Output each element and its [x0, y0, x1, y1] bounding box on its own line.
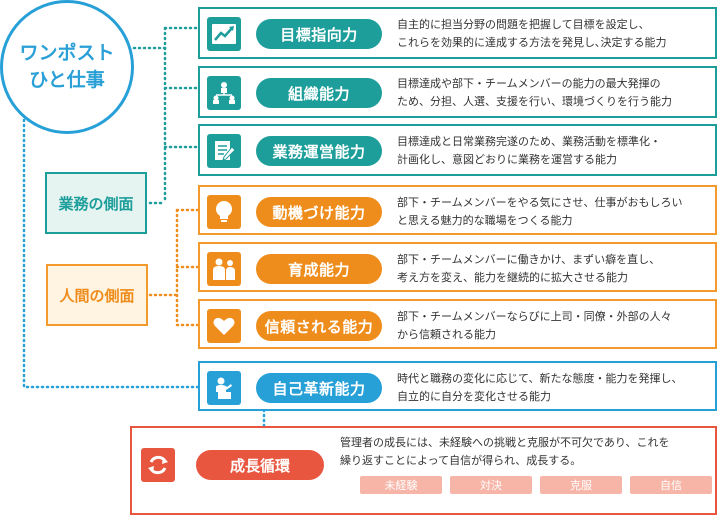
- aspect-human: 人間の側面: [46, 264, 148, 326]
- center-title-line1: ワンポスト: [19, 42, 115, 64]
- desc-line2: 計画化し、意図どおりに業務を運営する能力: [397, 153, 617, 166]
- ability-title: 組織能力: [256, 78, 382, 108]
- ability-description: 時代と職務の変化に応じて、新たな態度・能力を発揮し、 自立的に自分を変化させる能…: [397, 370, 715, 406]
- heart-icon: [207, 309, 241, 343]
- ability-title: 信頼される能力: [256, 311, 382, 341]
- ability-title: 業務運営能力: [256, 136, 382, 166]
- ability-description: 目標達成や部下・チームメンバーの能力の最大発揮の ため、分担、人選、支援を行い、…: [397, 75, 715, 111]
- cycle-step: 対決: [450, 476, 532, 494]
- ability-title: 動機づけ能力: [256, 197, 382, 227]
- desc-line1: 部下・チームメンバーをやる気にさせ、仕事がおもしろい: [397, 196, 683, 209]
- center-title-line2: ひと仕事: [29, 69, 105, 91]
- ability-card-innovation: 自己革新能力 時代と職務の変化に応じて、新たな態度・能力を発揮し、 自立的に自分…: [198, 361, 717, 411]
- growth-cycle-box: 成長循環 管理者の成長には、未経験への挑戦と克服が不可欠であり、これを 繰り返す…: [130, 426, 717, 515]
- ability-title: 目標指向力: [256, 19, 382, 49]
- people-icon: [207, 252, 241, 286]
- connector-business-bracket: [148, 26, 200, 205]
- desc-line2: と思える魅力的な職場をつくる能力: [397, 214, 573, 227]
- center-circle: ワンポスト ひと仕事: [0, 0, 134, 134]
- ability-description: 部下・チームメンバーに働きかけ、まずい癖を直し、 考え方を変え、能力を継続的に拡…: [397, 251, 715, 287]
- desc-line1: 目標達成や部下・チームメンバーの能力の最大発揮の: [397, 77, 661, 90]
- desc-line1: 自主的に担当分野の問題を把握して目標を設定し、: [397, 18, 650, 31]
- desc-line1: 時代と職務の変化に応じて、新たな態度・能力を発揮し、: [397, 372, 683, 385]
- desc-line2: から信頼される能力: [397, 328, 496, 341]
- ability-description: 部下・チームメンバーならびに上司・同僚・外部の人々 から信頼される能力: [397, 308, 715, 344]
- cycle-step: 自信: [630, 476, 712, 494]
- ability-title: 育成能力: [256, 254, 382, 284]
- connector-human-bracket: [148, 208, 200, 327]
- desc-line2: 考え方を変え、能力を継続的に拡大させる能力: [397, 271, 628, 284]
- ability-card-trust: 信頼される能力 部下・チームメンバーならびに上司・同僚・外部の人々 から信頼され…: [198, 299, 717, 349]
- desc-line2: ため、分担、人選、支援を行い、環境づくりを行う能力: [397, 95, 672, 108]
- connector-center-down: [22, 118, 200, 389]
- document-pen-icon: [207, 134, 241, 168]
- ability-card-motivation: 動機づけ能力 部下・チームメンバーをやる気にさせ、仕事がおもしろい と思える魅力…: [198, 185, 717, 235]
- ability-card-goal: 目標指向力 自主的に担当分野の問題を把握して目標を設定し、 これらを効果的に達成…: [198, 7, 717, 59]
- chart-up-icon: [207, 17, 241, 51]
- desc-line2: これらを効果的に達成する方法を発見し､決定する能力: [397, 36, 667, 49]
- ability-description: 自主的に担当分野の問題を把握して目標を設定し、 これらを効果的に達成する方法を発…: [397, 16, 715, 52]
- person-podium-icon: [207, 371, 241, 405]
- desc-line2: 繰り返すことによって自信が得られ、成長する。: [340, 454, 582, 467]
- desc-line1: 部下・チームメンバーに働きかけ、まずい癖を直し、: [397, 253, 661, 266]
- ability-card-development: 育成能力 部下・チームメンバーに働きかけ、まずい癖を直し、 考え方を変え、能力を…: [198, 242, 717, 292]
- light-bulb-icon: [207, 195, 241, 229]
- ability-title: 自己革新能力: [256, 373, 382, 403]
- ability-card-operation: 業務運営能力 目標達成と日常業務完遂のため、業務活動を標準化・ 計画化し、意図ど…: [198, 124, 717, 176]
- desc-line2: 自立的に自分を変化させる能力: [397, 390, 551, 403]
- desc-line1: 部下・チームメンバーならびに上司・同僚・外部の人々: [397, 310, 672, 323]
- desc-line1: 目標達成と日常業務完遂のため、業務活動を標準化・: [397, 135, 661, 148]
- ability-card-organization: 組織能力 目標達成や部下・チームメンバーの能力の最大発揮の ため、分担、人選、支…: [198, 66, 717, 118]
- ability-description: 部下・チームメンバーをやる気にさせ、仕事がおもしろい と思える魅力的な職場をつく…: [397, 194, 715, 230]
- growth-description: 管理者の成長には、未経験への挑戦と克服が不可欠であり、これを 繰り返すことによっ…: [340, 434, 712, 470]
- growth-title: 成長循環: [196, 450, 324, 480]
- cycle-arrows-icon: [141, 448, 175, 482]
- ability-description: 目標達成と日常業務完遂のため、業務活動を標準化・ 計画化し、意図どおりに業務を運…: [397, 133, 715, 169]
- aspect-business: 業務の側面: [45, 172, 147, 234]
- cycle-step: 克服: [540, 476, 622, 494]
- desc-line1: 管理者の成長には、未経験への挑戦と克服が不可欠であり、これを: [340, 436, 670, 449]
- org-chart-icon: [207, 76, 241, 110]
- cycle-step: 未経験: [360, 476, 442, 494]
